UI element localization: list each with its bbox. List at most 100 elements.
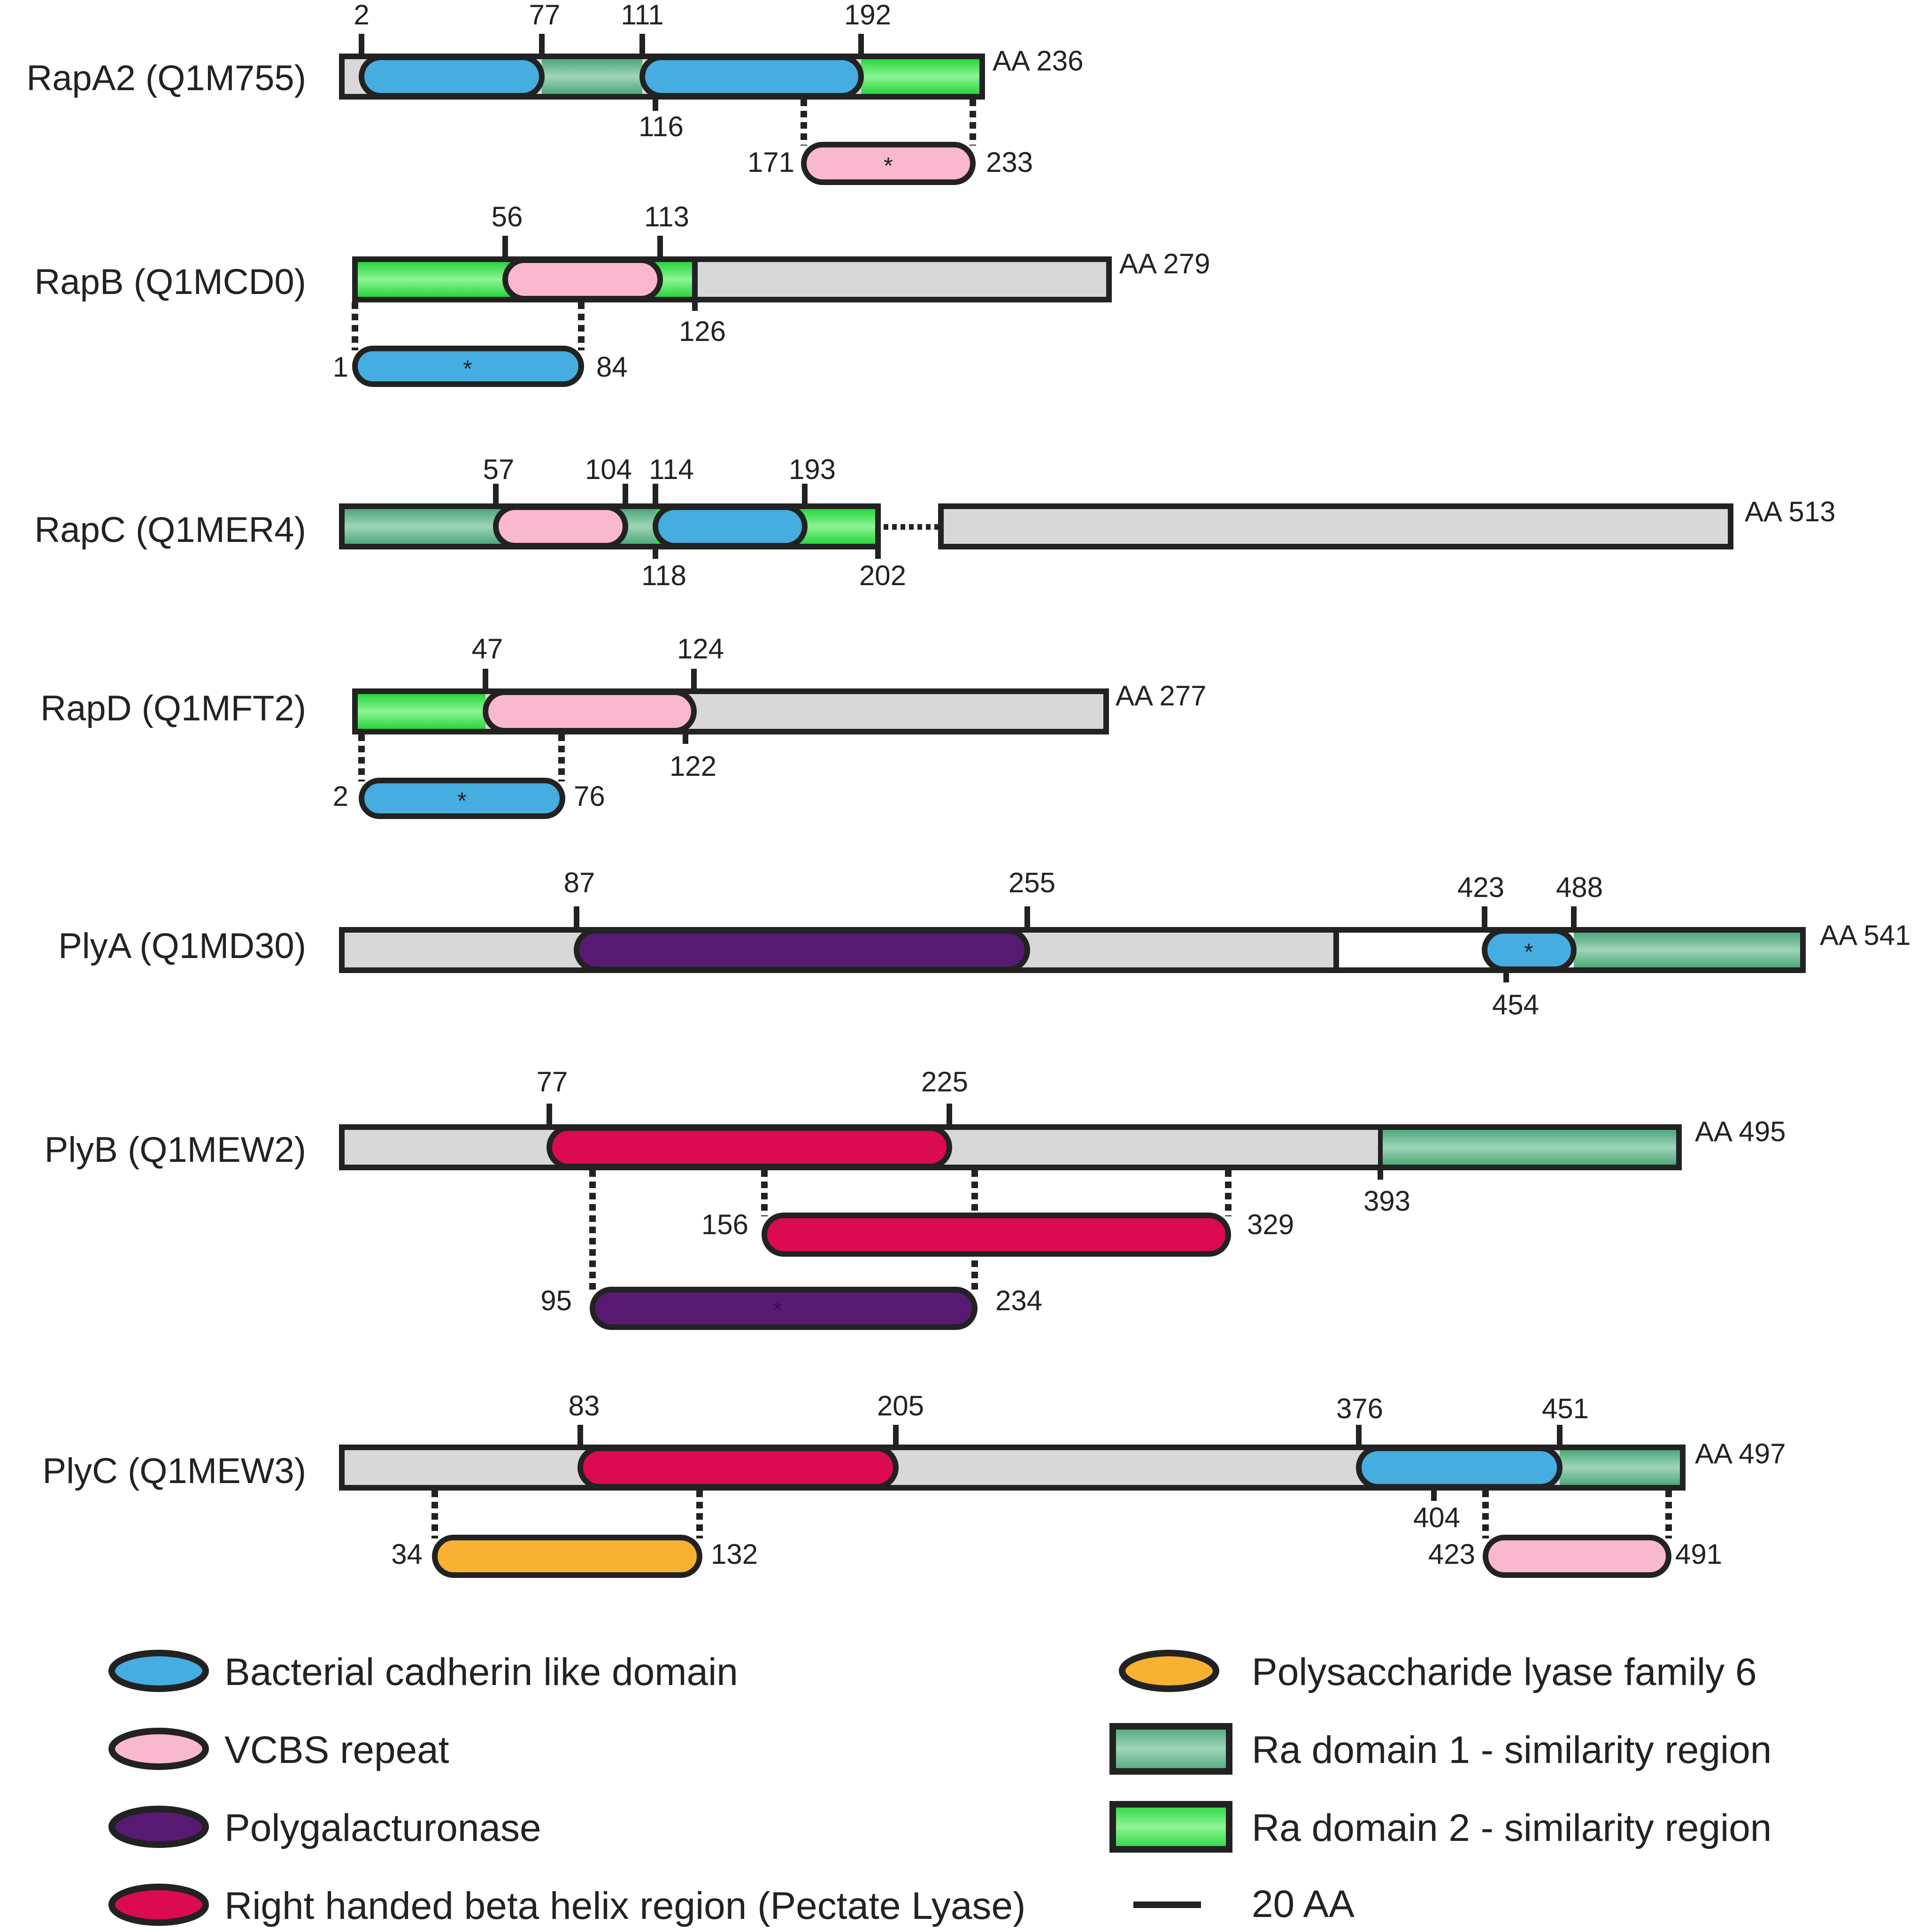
length-label: AA 236: [993, 45, 1084, 77]
tick-label: 47: [472, 633, 503, 665]
tick-label: 193: [789, 454, 836, 485]
legend-label: Polygalacturonase: [224, 1807, 541, 1849]
tick-label: 2: [354, 0, 369, 31]
rhbh-subdomain: [762, 1213, 1231, 1257]
subdomain-end-label: 76: [574, 781, 605, 812]
subdomain-end-label: 329: [1247, 1209, 1294, 1240]
subdomain-start-label: 156: [701, 1209, 748, 1240]
protein-bar-outline: [339, 1124, 1682, 1170]
ra1-region: [542, 59, 642, 94]
protein-plyc: PlyC (Q1MEW3) 83 205 376 451 404 AA 497 …: [42, 1390, 1786, 1578]
vcbs-domain: [493, 504, 628, 549]
protein-label: PlyB (Q1MEW2): [45, 1130, 306, 1170]
protein-bar-outline: [339, 503, 881, 549]
ra1-swatch: [1109, 1723, 1232, 1775]
ra2-swatch: [1109, 1801, 1232, 1853]
ticks: [359, 34, 864, 111]
subdomain-start-label: 34: [391, 1538, 423, 1570]
legend-item-pl6: Polysaccharide lyase family 6: [1119, 1650, 1757, 1693]
legend-label: Polysaccharide lyase family 6: [1252, 1651, 1757, 1693]
protein-rapa2: RapA2 (Q1M755) 2 77 111 192 116 AA 236 *…: [26, 0, 1084, 185]
vcbs-domain: [502, 257, 663, 301]
subdomain-end-label: 132: [711, 1538, 758, 1570]
subdomain-start-label: 2: [333, 781, 348, 812]
tick-label: 202: [859, 560, 906, 591]
cadherin-domain: [1356, 1445, 1563, 1490]
subdomain-end-label: 234: [995, 1285, 1042, 1316]
cadherin-domain: [359, 54, 545, 99]
legend-item-polygal: Polygalacturonase: [108, 1806, 541, 1849]
protein-bar-outline: [339, 927, 1806, 973]
pl6-swatch: [1119, 1650, 1219, 1692]
dotted-connector: [801, 100, 976, 146]
cadherin-subdomain: [359, 778, 565, 819]
protein-bar-outline: [339, 54, 985, 100]
protein-rapd: RapD (Q1MFT2) 47 124 122 AA 277 * 2 76: [40, 633, 1207, 819]
cadherin-swatch: [108, 1650, 209, 1692]
polygal-subdomain: [590, 1287, 978, 1330]
tick-label: 114: [649, 454, 694, 485]
ticks: [483, 669, 697, 744]
protein-bar-outline: [352, 256, 1112, 302]
tick-label: 57: [483, 454, 515, 485]
legend-item-ra2: Ra domain 2 - similarity region: [1109, 1801, 1771, 1853]
tick-label: 111: [621, 0, 663, 31]
length-label: AA 277: [1116, 680, 1207, 711]
tick-label: 225: [921, 1066, 968, 1097]
length-label: AA 541: [1820, 920, 1911, 951]
protein-bar-continued: [938, 503, 1733, 549]
tick-label: 77: [529, 0, 561, 31]
tick-label: 404: [1413, 1502, 1460, 1533]
length-label: AA 513: [1745, 496, 1836, 527]
tick-label: 205: [877, 1390, 924, 1422]
tick-label: 87: [564, 867, 595, 898]
subdomain-end-label: 233: [986, 147, 1033, 178]
subdomain-start-label: 95: [540, 1285, 572, 1316]
tick-label: 126: [679, 316, 726, 347]
subdomain-star: *: [773, 1297, 782, 1323]
ra1-region: [1380, 1130, 1676, 1165]
length-label: AA 497: [1695, 1438, 1786, 1469]
dotted-connector: [358, 734, 565, 781]
legend-label: Right handed beta helix region (Pectate …: [224, 1885, 1025, 1927]
legend-label: Bacterial cadherin like domain: [224, 1651, 738, 1693]
tick-label: 77: [537, 1066, 568, 1097]
tick-label: 451: [1542, 1393, 1589, 1424]
rhbh-domain: [547, 1125, 952, 1169]
legend-label: 20 AA: [1252, 1883, 1355, 1925]
protein-rapc: RapC (Q1MER4) 57 104 114 193 118 202 AA …: [34, 454, 1835, 591]
tick-label: 104: [585, 454, 632, 485]
legend-label: VCBS repeat: [224, 1729, 449, 1771]
dotted-connector: [431, 1491, 1672, 1538]
domain-star: *: [1524, 939, 1533, 965]
legend-label: Ra domain 2 - similarity region: [1252, 1807, 1771, 1849]
ticks: [577, 1425, 1563, 1501]
subdomain-start-label: 1: [333, 351, 348, 383]
ticks: [493, 484, 881, 559]
ticks: [502, 236, 698, 311]
tick-label: 113: [644, 201, 689, 232]
subdomain-star: *: [457, 788, 466, 814]
ra2-region: [358, 694, 485, 729]
protein-plya: PlyA (Q1MD30) * 87 255 423 488 454 AA 54…: [58, 867, 1910, 1020]
subdomain-start-label: 423: [1428, 1538, 1475, 1570]
tick-label: 393: [1363, 1185, 1410, 1217]
subdomain-start-label: 171: [747, 147, 794, 178]
protein-label: PlyA (Q1MD30): [58, 926, 306, 966]
legend-item-scale: 20 AA: [1133, 1883, 1355, 1925]
polygal-swatch: [108, 1806, 209, 1848]
vcbs-domain: [483, 689, 697, 734]
tick-label: 116: [639, 111, 684, 142]
vcbs-subdomain: [1483, 1535, 1671, 1578]
tick-label: 255: [1009, 867, 1055, 898]
rhbh-swatch: [108, 1884, 209, 1926]
ticks: [547, 1104, 1383, 1180]
polygal-domain: [574, 928, 1030, 972]
tick-label: 423: [1457, 872, 1504, 903]
tick-label: 83: [569, 1390, 600, 1422]
tick-label: 488: [1556, 872, 1603, 903]
subdomain-end-label: 491: [1675, 1538, 1722, 1570]
subdomain-star: *: [463, 355, 472, 382]
tick-label: 376: [1336, 1393, 1383, 1424]
